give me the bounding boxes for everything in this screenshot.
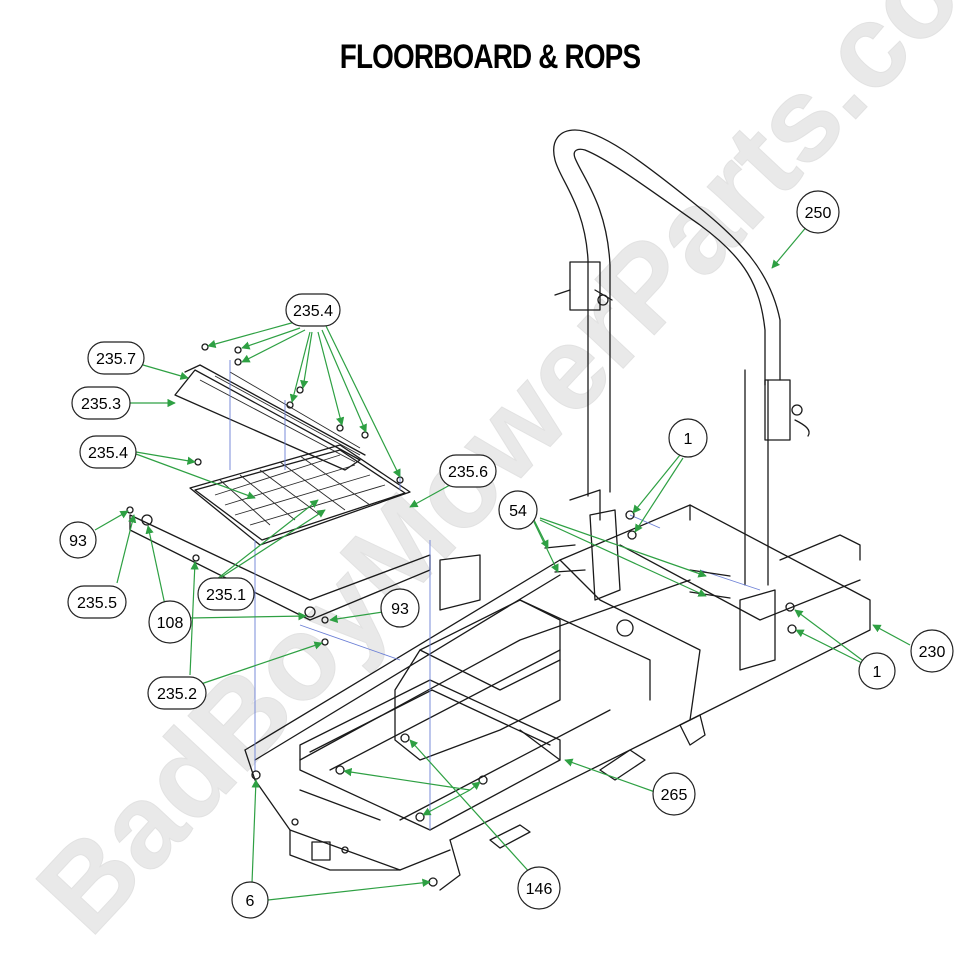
callout-230: 230 xyxy=(910,629,954,673)
callout-label: 235.4 xyxy=(88,445,128,462)
callout-146: 146 xyxy=(517,866,561,910)
main-frame xyxy=(244,489,871,891)
callout-label: 235.4 xyxy=(293,303,333,320)
callout-label: 235.2 xyxy=(157,686,197,703)
callout-label: 235.3 xyxy=(81,396,121,413)
rops-bar xyxy=(553,129,810,586)
callout-label: 235.7 xyxy=(96,351,136,368)
callout-235-4-top: 235.4 xyxy=(285,293,341,327)
watermark-text: BadBoyMowerParts.com xyxy=(12,0,980,958)
callout-label: 235.5 xyxy=(77,595,117,612)
callout-label: 93 xyxy=(69,533,87,550)
callout-label: 93 xyxy=(391,601,409,618)
callout-label: 146 xyxy=(526,881,553,898)
callout-93-left: 93 xyxy=(59,521,97,559)
callout-1-bottom: 1 xyxy=(858,652,896,690)
callout-235-3: 235.3 xyxy=(71,386,131,420)
callout-235-6: 235.6 xyxy=(439,454,497,488)
callout-1-top: 1 xyxy=(668,418,708,458)
callout-235-7: 235.7 xyxy=(87,341,145,375)
callout-6: 6 xyxy=(231,881,269,919)
page-title: FLOORBOARD & ROPS xyxy=(339,38,641,76)
hidden-lines xyxy=(229,360,761,830)
callout-108: 108 xyxy=(148,600,192,644)
callout-235-1: 235.1 xyxy=(197,577,255,611)
callout-label: 1 xyxy=(873,664,882,681)
leader-lines xyxy=(94,224,911,901)
callouts: 235.4 235.7 235.3 235.4 235.6 93 235.5 xyxy=(59,190,954,919)
callout-label: 250 xyxy=(805,205,832,222)
callout-label: 235.1 xyxy=(206,587,246,604)
callout-label: 235.6 xyxy=(448,464,488,481)
callout-235-5: 235.5 xyxy=(67,585,127,619)
callout-label: 54 xyxy=(509,503,527,520)
callout-54: 54 xyxy=(498,490,538,530)
callout-label: 230 xyxy=(919,644,946,661)
callout-label: 6 xyxy=(246,893,255,910)
callout-label: 265 xyxy=(661,787,688,804)
callout-250: 250 xyxy=(796,190,840,234)
callout-265: 265 xyxy=(652,772,696,816)
callout-93-right: 93 xyxy=(380,588,420,628)
callout-235-4-mid: 235.4 xyxy=(79,435,137,469)
callout-label: 108 xyxy=(157,615,184,632)
fasteners xyxy=(126,343,797,887)
callout-235-2: 235.2 xyxy=(147,676,207,710)
callout-label: 1 xyxy=(684,431,693,448)
